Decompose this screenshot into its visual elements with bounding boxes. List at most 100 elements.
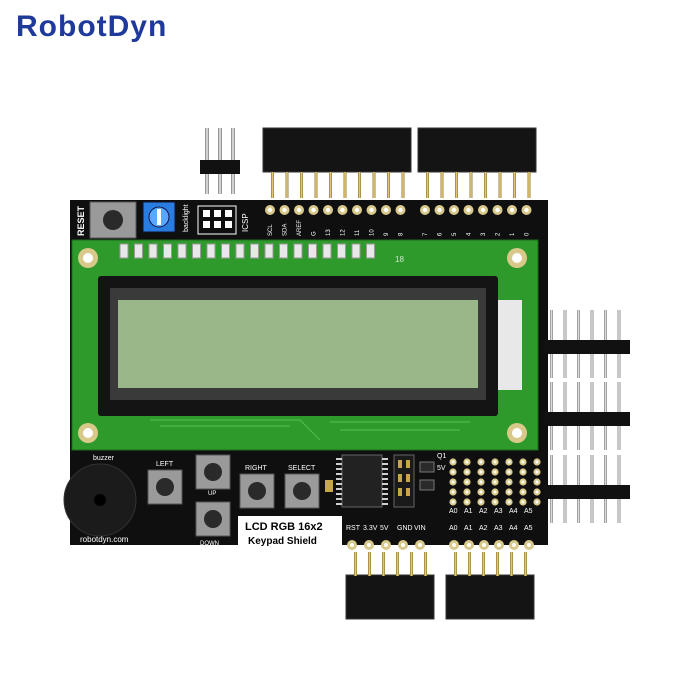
male-pin	[563, 499, 567, 523]
proto-hole	[521, 490, 525, 494]
top-female-header-left	[262, 127, 412, 173]
lcd-pin	[177, 243, 187, 259]
male-pin	[563, 426, 567, 450]
ic-leg	[382, 478, 388, 480]
left-button[interactable]	[147, 469, 183, 505]
ic-leg	[382, 503, 388, 505]
right-button[interactable]	[239, 473, 275, 509]
top-pin-label: AREF	[297, 220, 303, 236]
title-box	[238, 516, 342, 548]
top-pin-label: 4	[467, 232, 473, 236]
power-pin-label: 3.3V	[363, 525, 378, 532]
header-pin	[285, 172, 289, 198]
proto-hole	[493, 470, 497, 474]
top-pin-label: 1	[510, 232, 516, 236]
ic-leg	[336, 498, 342, 500]
proto-hole	[451, 460, 455, 464]
male-pin	[550, 499, 553, 523]
male-pin	[563, 455, 567, 485]
analog-pin-hole	[452, 543, 456, 547]
reset-button[interactable]	[89, 201, 137, 239]
backlight-label: backlight	[183, 204, 190, 232]
left-label: LEFT	[156, 461, 174, 468]
pin-hole	[325, 207, 331, 213]
pin-hole	[495, 207, 500, 213]
pin-hole	[466, 207, 471, 213]
male-pin	[590, 310, 594, 340]
header-pin	[314, 172, 318, 198]
select-button[interactable]	[284, 473, 320, 509]
ic-leg	[336, 473, 342, 475]
lcd-traces	[150, 419, 470, 441]
backlight-potentiometer[interactable]	[142, 201, 176, 233]
analog-pin-label: A3	[494, 525, 503, 532]
power-pin-label: 5V	[380, 525, 389, 532]
male-pin	[590, 354, 594, 378]
male-pin	[577, 455, 580, 485]
male-pin	[604, 310, 607, 340]
lcd-pin	[366, 243, 375, 259]
proto-hole	[493, 490, 497, 494]
top-pin-label: 6	[438, 232, 444, 236]
header-pin	[484, 172, 487, 198]
ic-leg	[382, 498, 388, 500]
lcd-pin	[337, 243, 346, 259]
male-pin	[617, 354, 621, 378]
lcd-pin	[308, 243, 317, 259]
header-pin	[271, 172, 274, 198]
bottom-female-header-power	[345, 574, 435, 620]
bottom-header-pin	[454, 552, 457, 576]
proto-hole	[493, 460, 497, 464]
analog-pin-hole	[467, 543, 471, 547]
pin-hole	[451, 207, 457, 213]
lcd-pin	[163, 243, 172, 259]
header-pin	[469, 172, 473, 198]
power-pin-label: GND	[397, 525, 413, 532]
down-label: DOWN	[200, 541, 219, 547]
lcd-pin	[221, 243, 230, 259]
male-pin	[604, 354, 607, 378]
top-pin-label: 12	[341, 229, 347, 236]
lcd-pin	[148, 243, 158, 259]
ic-leg	[336, 468, 342, 470]
icsp-pads	[197, 205, 237, 235]
pin-hole	[296, 207, 302, 213]
bottom-header-pin	[354, 552, 357, 576]
down-button[interactable]	[195, 501, 231, 537]
analog-pin-hole	[527, 543, 531, 547]
header-pin	[498, 172, 502, 198]
header-pin	[343, 172, 347, 198]
male-pin	[550, 455, 553, 485]
proto-hole	[465, 460, 469, 464]
analog-pin-label: A4	[509, 525, 518, 532]
proto-hole	[493, 500, 497, 504]
proto-hole	[479, 500, 483, 504]
pin-hole	[340, 207, 345, 213]
analog-pin-label: A2	[479, 508, 488, 515]
bottom-header-pin	[396, 552, 399, 576]
male-strip-body	[544, 412, 630, 426]
header-pin	[513, 172, 516, 198]
lcd-pin	[351, 243, 361, 259]
male-pin	[590, 499, 594, 523]
icsp-label: ICSP	[241, 213, 250, 232]
male-pin	[604, 499, 607, 523]
bottom-header-pin	[496, 552, 499, 576]
proto-hole	[521, 460, 525, 464]
bottom-header-pin	[468, 552, 471, 576]
icsp-pad	[203, 210, 210, 217]
proto-hole	[507, 490, 511, 494]
male-pin	[617, 310, 621, 340]
proto-hole	[507, 460, 511, 464]
up-button[interactable]	[195, 454, 231, 490]
male-pin	[617, 499, 621, 523]
lcd-mount-holes	[78, 248, 527, 443]
ic-leg	[336, 488, 342, 490]
male-pin	[563, 354, 567, 378]
header-pin	[387, 172, 390, 198]
proto-hole	[479, 490, 483, 494]
analog-pin-label: A5	[524, 525, 533, 532]
